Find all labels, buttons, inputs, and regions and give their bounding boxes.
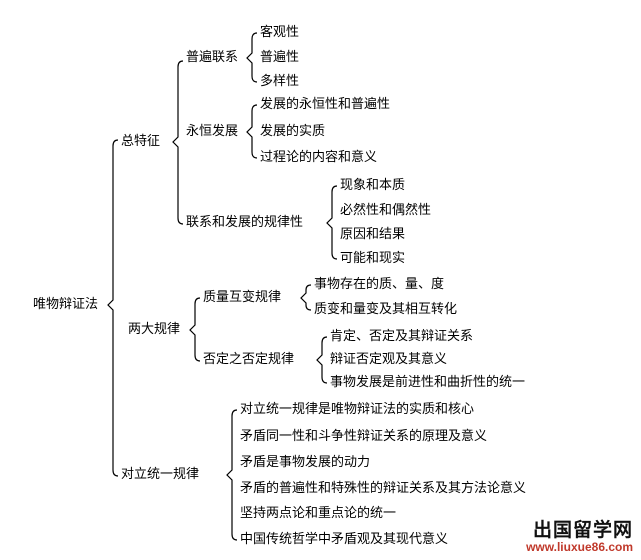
node-phenomenon-essence: 现象和本质 (340, 178, 406, 193)
watermark-text: 出国留学网 (532, 519, 633, 541)
node-two-laws: 两大规律 (128, 322, 181, 337)
bracket-general-features (172, 60, 184, 225)
node-contradiction-driving-force: 矛盾是事物发展的动力 (240, 455, 371, 470)
node-traditional-philosophy: 中国传统哲学中矛盾观及其现代意义 (240, 532, 449, 547)
node-cause-effect: 原因和结果 (340, 227, 406, 242)
node-universal-connection: 普遍联系 (186, 50, 239, 65)
bracket-negation (316, 336, 328, 384)
bracket-two-laws (189, 297, 201, 362)
watermark-logo: 出国留学网 www.liuxue86.com (526, 519, 633, 554)
node-root: 唯物辩证法 (33, 297, 99, 312)
node-universality: 普遍性 (260, 50, 300, 65)
node-unity-of-opposites: 对立统一规律 (121, 467, 200, 482)
bracket-universal-connection (246, 32, 258, 83)
node-qualitative-quantitative-change: 质变和量变及其相互转化 (314, 302, 458, 317)
node-quality-quantity-law: 质量互变规律 (203, 290, 282, 305)
node-regularity: 联系和发展的规律性 (186, 215, 304, 230)
node-necessity-contingency: 必然性和偶然性 (340, 203, 432, 218)
node-general-features: 总特征 (121, 134, 161, 149)
node-development-essence: 发展的实质 (260, 124, 326, 139)
node-diversity: 多样性 (260, 74, 300, 89)
node-eternal-development: 永恒发展 (186, 124, 239, 139)
node-dialectical-negation: 辩证否定观及其意义 (330, 352, 448, 367)
node-objectivity: 客观性 (260, 25, 300, 40)
bracket-unity-of-opposites (226, 409, 238, 541)
node-two-point-theory: 坚持两点论和重点论的统一 (240, 506, 397, 521)
bracket-quality-quantity (300, 284, 312, 311)
node-possibility-reality: 可能和现实 (340, 251, 406, 266)
node-unity-core: 对立统一规律是唯物辩证法的实质和核心 (240, 402, 475, 417)
bracket-regularity (326, 185, 338, 260)
node-progress-twists: 事物发展是前进性和曲折性的统一 (330, 375, 526, 390)
bracket-eternal-development (246, 104, 258, 159)
node-quality-quantity-degree: 事物存在的质、量、度 (314, 277, 445, 292)
node-process-theory: 过程论的内容和意义 (260, 150, 378, 165)
node-development-eternity: 发展的永恒性和普遍性 (260, 97, 391, 112)
watermark-url: www.liuxue86.com (526, 540, 633, 554)
node-universality-particularity: 矛盾的普遍性和特殊性的辩证关系及其方法论意义 (240, 481, 527, 496)
node-negation-law: 否定之否定规律 (203, 352, 295, 367)
root-bracket (107, 139, 119, 477)
node-affirmation-negation: 肯定、否定及其辩证关系 (330, 329, 474, 344)
node-identity-struggle: 矛盾同一性和斗争性辩证关系的原理及意义 (240, 429, 488, 444)
